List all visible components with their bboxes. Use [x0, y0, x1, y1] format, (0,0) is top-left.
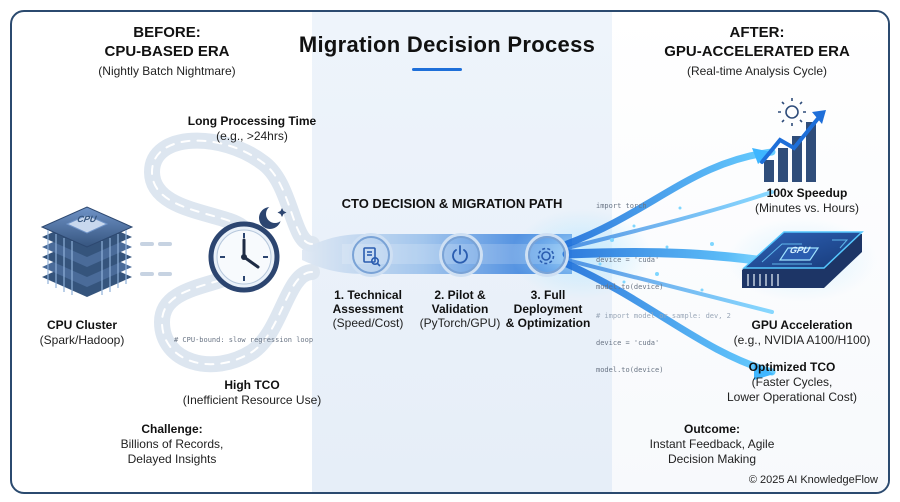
code-line: device = 'cuda' [596, 256, 660, 264]
long-processing-sub: (e.g., >24hrs) [216, 129, 288, 143]
gpu-accel-label: GPU Acceleration [751, 318, 853, 332]
step-3-line1: 3. Full [530, 288, 566, 302]
high-tco-sub: (Inefficient Resource Use) [182, 393, 322, 407]
step-1-line2: Assessment [332, 302, 404, 316]
challenge-line2: Delayed Insights [127, 452, 217, 466]
step-3-line2: Deployment [513, 302, 583, 316]
sun-icon [778, 98, 806, 126]
diagram-graphics [40, 68, 877, 380]
code-line: model.to(device) [596, 366, 664, 374]
step-deployment-circle[interactable] [528, 236, 566, 274]
challenge-line1: Billions of Records, [120, 437, 224, 451]
step-assessment-circle[interactable] [352, 236, 390, 274]
step-2-line3: (PyTorch/GPU) [419, 316, 501, 330]
speedup-label: 100x Speedup [766, 186, 848, 200]
high-tco-label: High TCO [224, 378, 280, 392]
tco-label: Optimized TCO [748, 360, 836, 374]
speedup-sub: (Minutes vs. Hours) [754, 201, 860, 215]
page-title: Migration Decision Process [298, 32, 596, 57]
migration-path-heading: CTO DECISION & MIGRATION PATH [341, 196, 563, 211]
winding-road-top [143, 132, 320, 252]
step-1-line3: (Speed/Cost) [332, 316, 404, 330]
code-line: import torch [596, 202, 647, 210]
code-snippet-top: import torch device = 'cuda' model.to(de… [596, 184, 663, 310]
winding-road-bottom [153, 264, 320, 373]
title-underline [412, 68, 462, 71]
cpu-pins [47, 230, 127, 295]
cpu-cluster-sub: (Spark/Hadoop) [39, 333, 125, 347]
step-2-line2: Validation [431, 302, 489, 316]
code-line [596, 229, 663, 238]
data-flow-flare [512, 148, 777, 380]
clock-icon [208, 221, 280, 293]
step-pilot-circle[interactable] [442, 236, 480, 274]
cpu-cluster-label: CPU Cluster [46, 318, 117, 332]
challenge-label: Challenge: [141, 422, 203, 436]
after-subtitle: (Real-time Analysis Cycle) [686, 64, 828, 78]
outcome-line1: Instant Feedback, Agile [649, 437, 775, 451]
before-heading-line2: CPU-BASED ERA [104, 43, 230, 60]
step-2-line1: 2. Pilot & [434, 288, 486, 302]
outcome-line2: Decision Making [667, 452, 757, 466]
step-3-line3: & Optimization [505, 316, 591, 330]
tco-sub1: (Faster Cycles, [751, 375, 833, 389]
growth-chart-icon [760, 110, 826, 182]
cpu-cluster-icon [40, 206, 134, 297]
gpu-accel-sub: (e.g., NVIDIA A100/H100) [733, 333, 871, 347]
cpu-chip-label: CPU [75, 214, 99, 224]
after-heading-line1: AFTER: [729, 24, 785, 41]
before-subtitle: (Nightly Batch Nightmare) [98, 64, 236, 78]
code-line: model.to(device) [596, 283, 664, 291]
code-snippet-bottom: # import model or sample: dev, 2 device … [596, 294, 731, 393]
step-1-line1: 1. Technical [334, 288, 402, 302]
after-heading-line2: GPU-ACCELERATED ERA [664, 43, 850, 60]
diagram-frame: Migration Decision Process BEFORE: CPU-B… [10, 10, 890, 494]
before-heading-line1: BEFORE: [133, 24, 201, 41]
gpu-chip-label: GPU [787, 245, 813, 255]
code-line: # import model or sample: dev, 2 [596, 312, 731, 320]
cpu-code-comment: # CPU-bound: slow regression loop [174, 336, 314, 344]
copyright-text: © 2025 AI KnowledgeFlow [748, 474, 878, 486]
moon-icon [259, 205, 287, 229]
cpu-link-dashes [140, 242, 172, 276]
long-processing-label: Long Processing Time [187, 114, 317, 128]
tco-sub2: Lower Operational Cost) [726, 390, 858, 404]
outcome-label: Outcome: [683, 422, 740, 436]
gpu-card-icon [727, 218, 877, 302]
code-line: device = 'cuda' [596, 339, 660, 347]
